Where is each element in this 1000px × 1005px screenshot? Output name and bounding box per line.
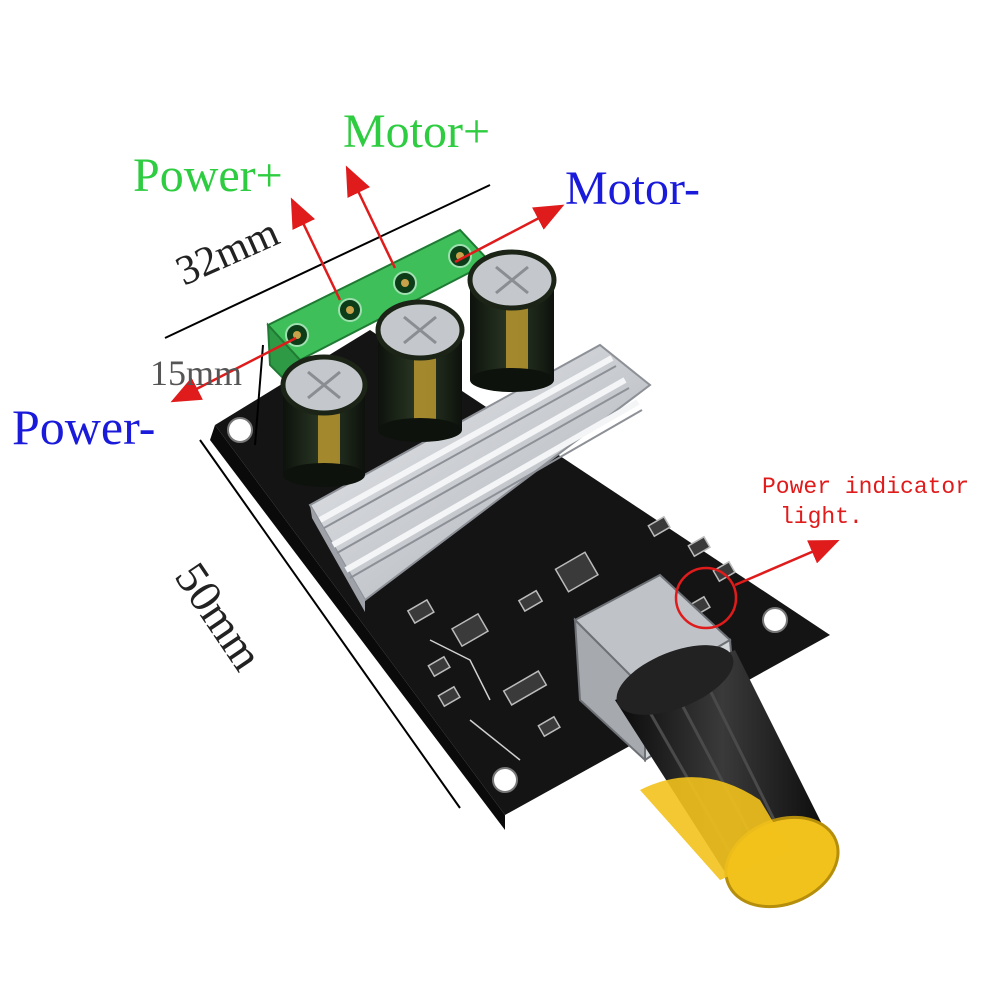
callout-arrows	[170, 165, 840, 630]
power-minus-label: Power-	[12, 399, 156, 455]
capacitor	[280, 354, 368, 487]
mounting-hole	[492, 767, 518, 793]
power-minus-arrow	[170, 336, 297, 403]
length-dimension-line	[199, 439, 461, 809]
indicator-label-line1: Power indicator	[762, 474, 970, 500]
speed-knob	[615, 645, 840, 909]
mounting-hole	[227, 417, 253, 443]
mounting-hole	[762, 607, 788, 633]
height-dimension-label: 15mm	[150, 353, 243, 393]
capacitor	[467, 249, 557, 392]
motor-minus-arrow	[454, 204, 565, 264]
capacitors	[280, 249, 557, 487]
heatsink	[308, 343, 652, 612]
indicator-highlight-circle	[674, 566, 738, 630]
motor-plus-label: Motor+	[343, 105, 491, 158]
dimension-lines	[164, 184, 491, 809]
power-plus-label: Power+	[133, 149, 283, 202]
motor-minus-label: Motor-	[565, 162, 701, 215]
indicator-arrow	[734, 540, 840, 587]
height-dimension-line	[254, 344, 264, 446]
indicator-label-line2: light.	[780, 504, 863, 530]
power-plus-arrow	[290, 197, 342, 301]
width-dimension-line	[164, 184, 491, 339]
capacitor	[375, 299, 465, 442]
motor-plus-arrow	[345, 165, 397, 269]
